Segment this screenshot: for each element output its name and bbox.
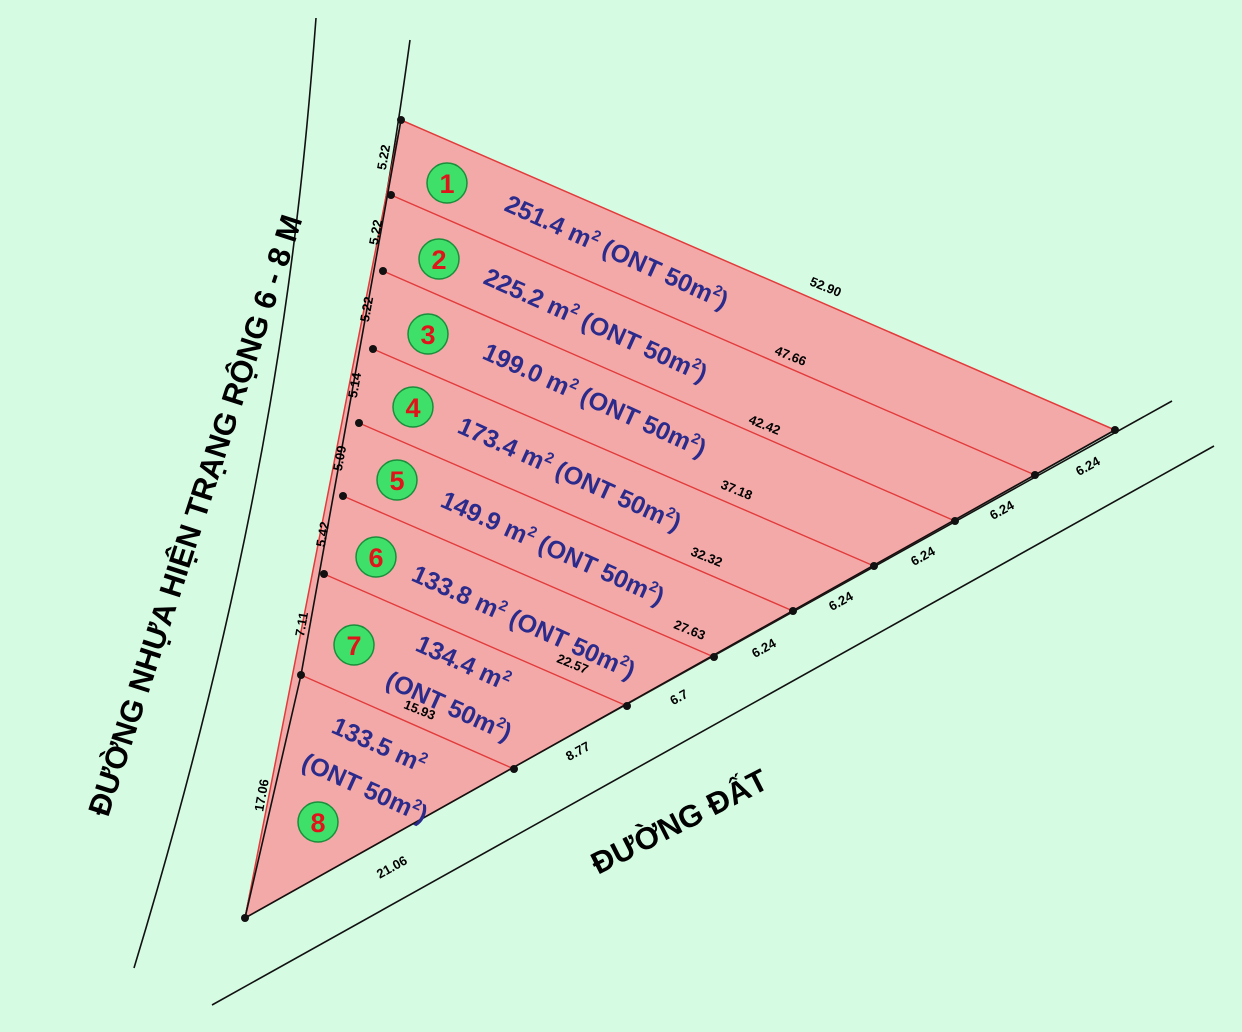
boundary-point [510, 765, 518, 773]
parcel-bottom-boundary [244, 429, 1116, 919]
lot-divider-line [323, 573, 628, 707]
lot-number: 5 [389, 466, 404, 496]
lot-number: 4 [405, 393, 420, 423]
lot-divider-line [342, 495, 715, 658]
lot-number-badge [355, 536, 397, 578]
boundary-point [789, 607, 797, 615]
boundary-point [339, 492, 347, 500]
lot-5: 5 [376, 459, 418, 501]
lot-number: 8 [310, 808, 325, 838]
boundary-point [397, 116, 405, 124]
lot-number-badge [333, 624, 375, 666]
boundary-point [951, 517, 959, 525]
bottom-road-edge-outer [211, 445, 1215, 1006]
boundary-point [379, 267, 387, 275]
left-edge-dimension: 17.06 [251, 778, 271, 813]
lot-number-badge [392, 386, 434, 428]
boundary-point [387, 191, 395, 199]
boundary-point [369, 345, 377, 353]
lot-number: 1 [439, 169, 454, 199]
lot-divider-line [372, 348, 875, 567]
left-edge-dimension: 5.22 [357, 295, 376, 323]
lot-4: 4 [392, 386, 434, 428]
lot-divider-line [358, 422, 794, 612]
boundary-point [623, 702, 631, 710]
left-edge-dimension: 5.42 [313, 520, 332, 548]
left-edge-dimension: 7.11 [292, 611, 311, 638]
boundary-point [870, 562, 878, 570]
left-road-edge-outer [133, 17, 317, 969]
boundary-point [241, 914, 249, 922]
boundary-point [355, 419, 363, 427]
lot-6: 6 [355, 536, 397, 578]
left-edge-dimension: 5.09 [330, 444, 349, 472]
boundary-point [1111, 426, 1119, 434]
lot-number: 2 [431, 245, 446, 275]
left-edge-dimension: 5.14 [345, 371, 364, 399]
left-edge-dimension: 5.22 [366, 218, 385, 246]
left-edge-dimension: 5.22 [374, 143, 393, 171]
lot-number-badge [418, 238, 460, 280]
boundary-point [297, 671, 305, 679]
lot-number-badge [297, 801, 339, 843]
lot-number: 3 [420, 320, 435, 350]
lot-number: 7 [346, 631, 361, 661]
lot-number-badge [407, 313, 449, 355]
boundary-point [1031, 471, 1039, 479]
lot-1: 1 [426, 162, 468, 204]
lot-number-badge [426, 162, 468, 204]
boundary-point [710, 653, 718, 661]
lot-number-badge [376, 459, 418, 501]
boundary-point [320, 570, 328, 578]
lot-divider-line [390, 194, 1036, 476]
lot-3: 3 [407, 313, 449, 355]
lot-divider-line [382, 270, 956, 522]
lot-number: 6 [368, 543, 383, 573]
lot-2: 2 [418, 238, 460, 280]
lot-divider-line [300, 674, 515, 770]
lot-8: 8 [297, 801, 339, 843]
lot-7: 7 [333, 624, 375, 666]
